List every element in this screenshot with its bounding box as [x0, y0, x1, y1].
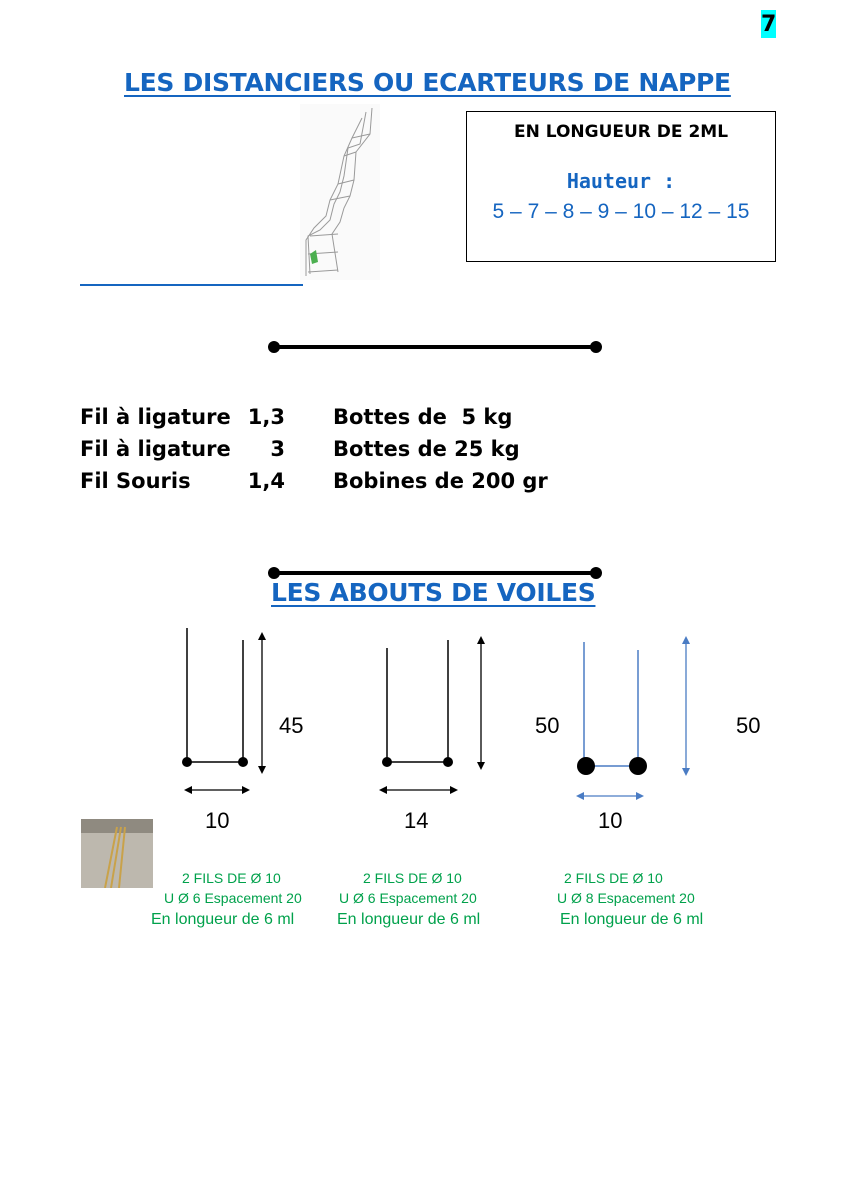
product-packaging: Bobines de 200 gr: [333, 469, 548, 493]
about-diagram-3: [576, 636, 690, 800]
about-diagram-2: [379, 636, 485, 794]
caption-line: U Ø 8 Espacement 20: [557, 890, 695, 906]
caption-line: En longueur de 6 ml: [151, 911, 295, 928]
spec-box: EN LONGUEUR DE 2ML Hauteur : 5 – 7 – 8 –…: [466, 111, 776, 262]
product-packaging: Bottes de 5 kg: [333, 405, 513, 429]
height-dimension: 50: [535, 713, 560, 738]
width-dimension: 10: [205, 808, 230, 833]
product-diameter: 3: [270, 437, 285, 461]
product-name: Fil à ligature: [80, 405, 231, 429]
page-number: 7: [761, 10, 777, 38]
decorative-rule: [80, 284, 303, 286]
section-title: LES ABOUTS DE VOILES: [271, 578, 596, 607]
product-diameter: 1,3: [247, 405, 285, 429]
caption-line: 2 FILS DE Ø 10: [182, 870, 281, 886]
height-values: 5 – 7 – 8 – 9 – 10 – 12 – 15: [492, 200, 750, 223]
product-name: Fil à ligature: [80, 437, 231, 461]
abouts-diagrams: [182, 628, 690, 800]
product-name: Fil Souris: [80, 469, 191, 493]
caption-line: En longueur de 6 ml: [337, 911, 481, 928]
height-dimension: 45: [279, 713, 304, 738]
product-packaging: Bottes de 25 kg: [333, 437, 520, 461]
height-dimension: 50: [736, 713, 761, 738]
spec-box-heading: EN LONGUEUR DE 2ML: [513, 122, 729, 142]
width-dimension: 10: [598, 808, 623, 833]
caption-line: 2 FILS DE Ø 10: [564, 870, 663, 886]
rebar-photo: [81, 819, 153, 888]
page-title: LES DISTANCIERS OU ECARTEURS DE NAPPE: [124, 68, 731, 97]
product-diameter: 1,4: [247, 469, 285, 493]
about-diagram-1: [182, 628, 266, 794]
caption-line: U Ø 6 Espacement 20: [164, 890, 302, 906]
spacer-image: [300, 104, 380, 280]
caption-line: 2 FILS DE Ø 10: [363, 870, 462, 886]
height-label: Hauteur :: [566, 169, 676, 193]
caption-line: En longueur de 6 ml: [560, 911, 704, 928]
width-dimension: 14: [404, 808, 429, 833]
caption-line: U Ø 6 Espacement 20: [339, 890, 477, 906]
